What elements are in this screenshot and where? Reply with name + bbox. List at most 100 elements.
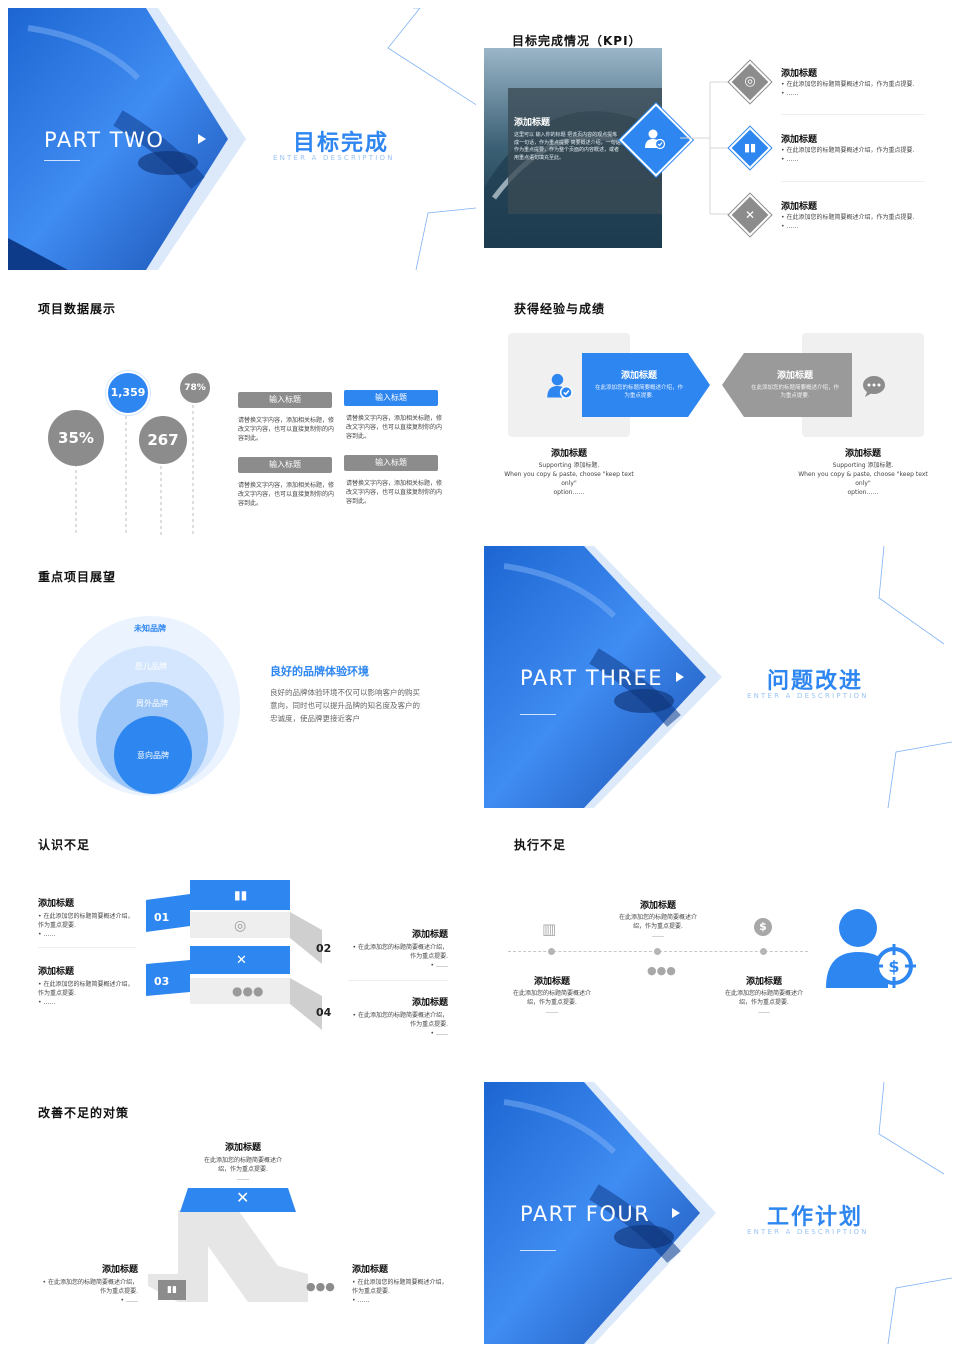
headline: 良好的品牌体验环境 — [270, 665, 369, 678]
tools-icon: ✕ — [236, 953, 247, 968]
tag-text: 在此添加您的标题简要概述介绍，作为重点提要. — [594, 385, 683, 399]
divider — [781, 181, 925, 182]
info-bottom-left: 添加标题 • 在此添加您的标题简要概述介绍，作为重点提要.• …… — [38, 1262, 138, 1305]
divider — [781, 114, 925, 115]
section-title: 工作计划 — [767, 1205, 864, 1230]
slide-experience: 获得经验与成绩 添加标题 在此添加您的标题简要概述介绍，作为重点提要. 添加标题… — [484, 278, 952, 540]
ring-label: 周外品牌 — [136, 699, 168, 708]
slide-part-three: PART THREE 问题改进 ENTER A DESCRIPTION — [484, 546, 952, 808]
num-03: 03 — [154, 975, 170, 988]
slide-title: 认识不足 — [38, 838, 91, 852]
info-bottom-right: 添加标题 • 在此添加您的标题简要概述介绍，作为重点提要.• …… — [352, 1262, 452, 1305]
timeline-dot — [654, 948, 661, 955]
target-icon: ◎ — [234, 918, 247, 934]
card-caption-left: 添加标题 Supporting 添加标题. When you copy & pa… — [504, 446, 634, 497]
input-title-pill: 输入标题 — [238, 392, 332, 408]
section-subtitle: ENTER A DESCRIPTION — [273, 154, 395, 162]
ring-inner — [114, 716, 192, 794]
section-subtitle: ENTER A DESCRIPTION — [747, 692, 869, 700]
item-title: 添加标题 — [781, 135, 818, 145]
info-more: …… — [237, 1175, 249, 1182]
timeline-dot — [760, 948, 767, 955]
divider — [520, 714, 556, 715]
info-text: 在此添加您的标题简要概述介绍，作为重点提要. — [512, 990, 591, 1006]
caption-line: Supporting 添加标题. — [832, 462, 894, 469]
item-text: • 在此添加您的标题简要概述介绍，作为重点提要.• …… — [781, 214, 915, 230]
info-text: 在此添加您的标题简要概述介绍，作为重点提要. — [618, 914, 697, 930]
divider — [520, 1250, 556, 1251]
num-02: 02 — [316, 942, 332, 955]
dollar-gear-icon: $ — [754, 918, 772, 936]
info-text: • 在此添加您的标题简要概述介绍，作为重点提要.• …… — [38, 913, 134, 938]
divider — [348, 980, 448, 981]
info-text: 在此添加您的标题简要概述介绍，作为重点提要. — [203, 1157, 282, 1173]
num-04: 04 — [316, 1006, 332, 1019]
info-title: 添加标题 — [533, 977, 570, 987]
ring-label: 愿儿品牌 — [135, 662, 167, 671]
info-title: 添加标题 — [38, 899, 75, 909]
item-text: • 在此添加您的标题简要概述介绍，作为重点提要.• …… — [781, 147, 915, 163]
target-icon: ◎ — [744, 74, 756, 89]
info-top: 添加标题 在此添加您的标题简要概述介绍，作为重点提要. …… — [193, 1140, 293, 1183]
info-title: 添加标题 — [352, 1265, 389, 1275]
divider — [44, 160, 80, 161]
item-title: 添加标题 — [781, 69, 818, 79]
slide-part-two: PART TWO 目标完成 ENTER A DESCRIPTION — [8, 8, 476, 270]
info-top: 添加标题 在此添加您的标题简要概述介绍，作为重点提要. …… — [608, 898, 708, 940]
caption-title: 添加标题 — [550, 449, 587, 459]
bubble-267: 267 — [137, 414, 189, 466]
slide-title: 改善不足的对策 — [38, 1106, 130, 1120]
ring-label: 意向品牌 — [137, 751, 169, 760]
car-cover-image — [484, 1082, 952, 1344]
tag-text: 在此添加您的标题简要概述介绍，作为重点提要. — [750, 385, 839, 399]
bubble-78: 78% — [178, 371, 212, 405]
caption-line: option…… — [553, 489, 585, 496]
info-text: • 在此添加您的标题简要概述介绍，作为重点提要.• …… — [352, 1012, 448, 1037]
car-cover-image — [8, 8, 476, 270]
section-subtitle: ENTER A DESCRIPTION — [747, 1228, 869, 1236]
chart-icon: ▮▮ — [234, 888, 248, 902]
info-title: 添加标题 — [411, 998, 448, 1008]
info-title: 添加标题 — [639, 901, 676, 911]
svg-text:$: $ — [888, 957, 899, 976]
info-more: …… — [758, 1008, 770, 1015]
slide-part-four: PART FOUR 工作计划 ENTER A DESCRIPTION — [484, 1082, 952, 1344]
arrow-tag-blue — [582, 353, 710, 417]
info-right-1: 添加标题 • 在此添加您的标题简要概述介绍，作为重点提要.• …… — [348, 927, 448, 970]
caption-title: 添加标题 — [844, 449, 881, 459]
info-title: 添加标题 — [411, 930, 448, 940]
info-left-1: 添加标题 • 在此添加您的标题简要概述介绍，作为重点提要.• …… — [38, 896, 138, 939]
caption-line: Supporting 添加标题. — [538, 462, 600, 469]
arrow-tag-gray — [722, 353, 852, 417]
overlay-title: 添加标题 — [514, 118, 551, 128]
input-title-pill: 输入标题 — [344, 390, 438, 406]
slide-title: 项目数据展示 — [38, 302, 117, 316]
ribbon-graphic — [148, 1188, 308, 1302]
part-label: PART FOUR — [520, 1202, 651, 1226]
box-text: 请替换文字内容，添加相关标题，修改文字内容，也可以直接复制你的内容到此。 — [238, 482, 335, 507]
section-title: 问题改进 — [767, 669, 864, 694]
team-icon: ●●● — [306, 1280, 335, 1293]
info-more: …… — [652, 932, 664, 939]
info-text: 在此添加您的标题简要概述介绍，作为重点提要. — [724, 990, 803, 1006]
user-dollar-icon: $ — [826, 909, 916, 988]
slide-title: 目标完成情况（KPI） — [512, 34, 642, 48]
input-title-pill: 输入标题 — [238, 457, 332, 473]
ring-label: 未知品牌 — [134, 624, 166, 633]
caption-line: When you copy & paste, choose "keep text… — [798, 471, 928, 487]
timeline-dot — [548, 948, 555, 955]
user-check-icon — [645, 129, 666, 150]
chat-icon — [863, 376, 885, 397]
info-left-2: 添加标题 • 在此添加您的标题简要概述介绍，作为重点提要.• …… — [38, 964, 138, 1007]
overlay-text: 这里可以 输入你的标题 把该页内容的观点提炼成一句话，作为重点提要 简要概述介绍… — [514, 132, 621, 161]
chart-icon: ▮▮ — [158, 1280, 186, 1300]
slide-kpi: 目标完成情况（KPI） 添加标题 这里可以 输入你的标题 把该页内容的观点提炼成… — [484, 8, 952, 270]
divider — [38, 947, 136, 948]
tools-icon: ✕ — [744, 208, 756, 222]
team-icon: ●●● — [647, 964, 676, 977]
ribbon-graphic — [146, 880, 322, 1030]
info-text: • 在此添加您的标题简要概述介绍，作为重点提要.• …… — [352, 944, 448, 969]
card-caption-right: 添加标题 Supporting 添加标题. When you copy & pa… — [798, 446, 928, 497]
info-title: 添加标题 — [224, 1143, 261, 1153]
slide-execution: 执行不足 ▥ ●●● $ 添加标题 在此添加您的标题简要概述介绍，作为重点提要.… — [484, 814, 952, 1076]
